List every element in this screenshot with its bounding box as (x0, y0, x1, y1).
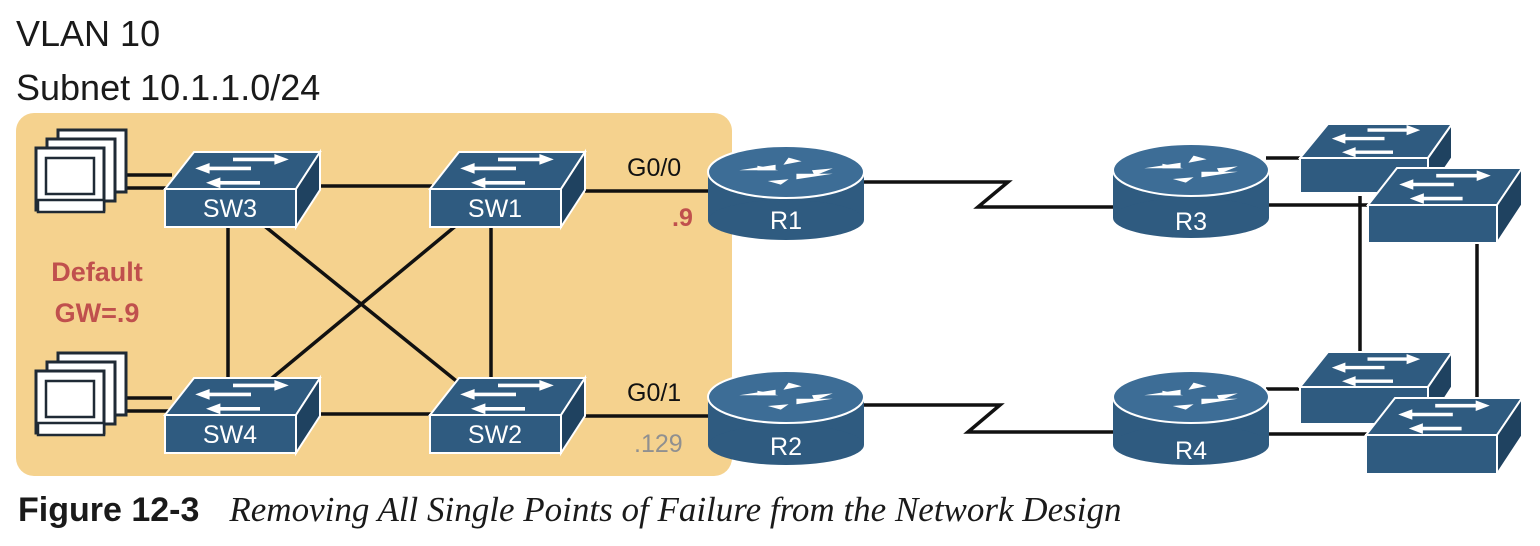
default-gw-line2: GW=.9 (55, 298, 140, 328)
r2-ip-label: .129 (634, 430, 683, 458)
switch-right-2 (1365, 164, 1524, 247)
r3-label: R3 (1175, 208, 1207, 236)
router-r2: R2 (707, 370, 865, 465)
figure-title: Removing All Single Points of Failure fr… (229, 490, 1122, 529)
router-r1: R1 (707, 145, 865, 240)
switch-sw4: SW4 (162, 374, 322, 457)
router-r3: R3 (1112, 143, 1270, 238)
switch-sw3: SW3 (162, 148, 322, 231)
r1-label: R1 (770, 207, 802, 235)
switch-right-1 (1297, 120, 1454, 197)
r1-interface-label: G0/0 (627, 154, 681, 182)
vlan-title: VLAN 10 (16, 13, 161, 54)
r2-interface-label: G0/1 (627, 379, 681, 407)
sw3-label: SW3 (203, 195, 257, 223)
r4-label: R4 (1175, 437, 1207, 465)
sw2-label: SW2 (468, 421, 522, 449)
links (125, 156, 1479, 436)
sw1-label: SW1 (468, 195, 522, 223)
pc-top-icon (34, 128, 128, 214)
figure-caption: Figure 12-3 Removing All Single Points of… (18, 490, 1121, 530)
r1-ip-label: .9 (672, 204, 693, 232)
switch-sw2: SW2 (427, 374, 587, 457)
switch-sw1: SW1 (427, 148, 587, 231)
default-gw-line1: Default (51, 257, 143, 287)
pc-bottom-icon (34, 351, 128, 437)
subnet-title: Subnet 10.1.1.0/24 (16, 67, 321, 108)
r2-label: R2 (770, 433, 802, 461)
figure-number: Figure 12-3 (18, 491, 200, 529)
switch-right-4 (1363, 394, 1524, 478)
router-r4: R4 (1112, 370, 1270, 465)
sw4-label: SW4 (203, 421, 257, 449)
